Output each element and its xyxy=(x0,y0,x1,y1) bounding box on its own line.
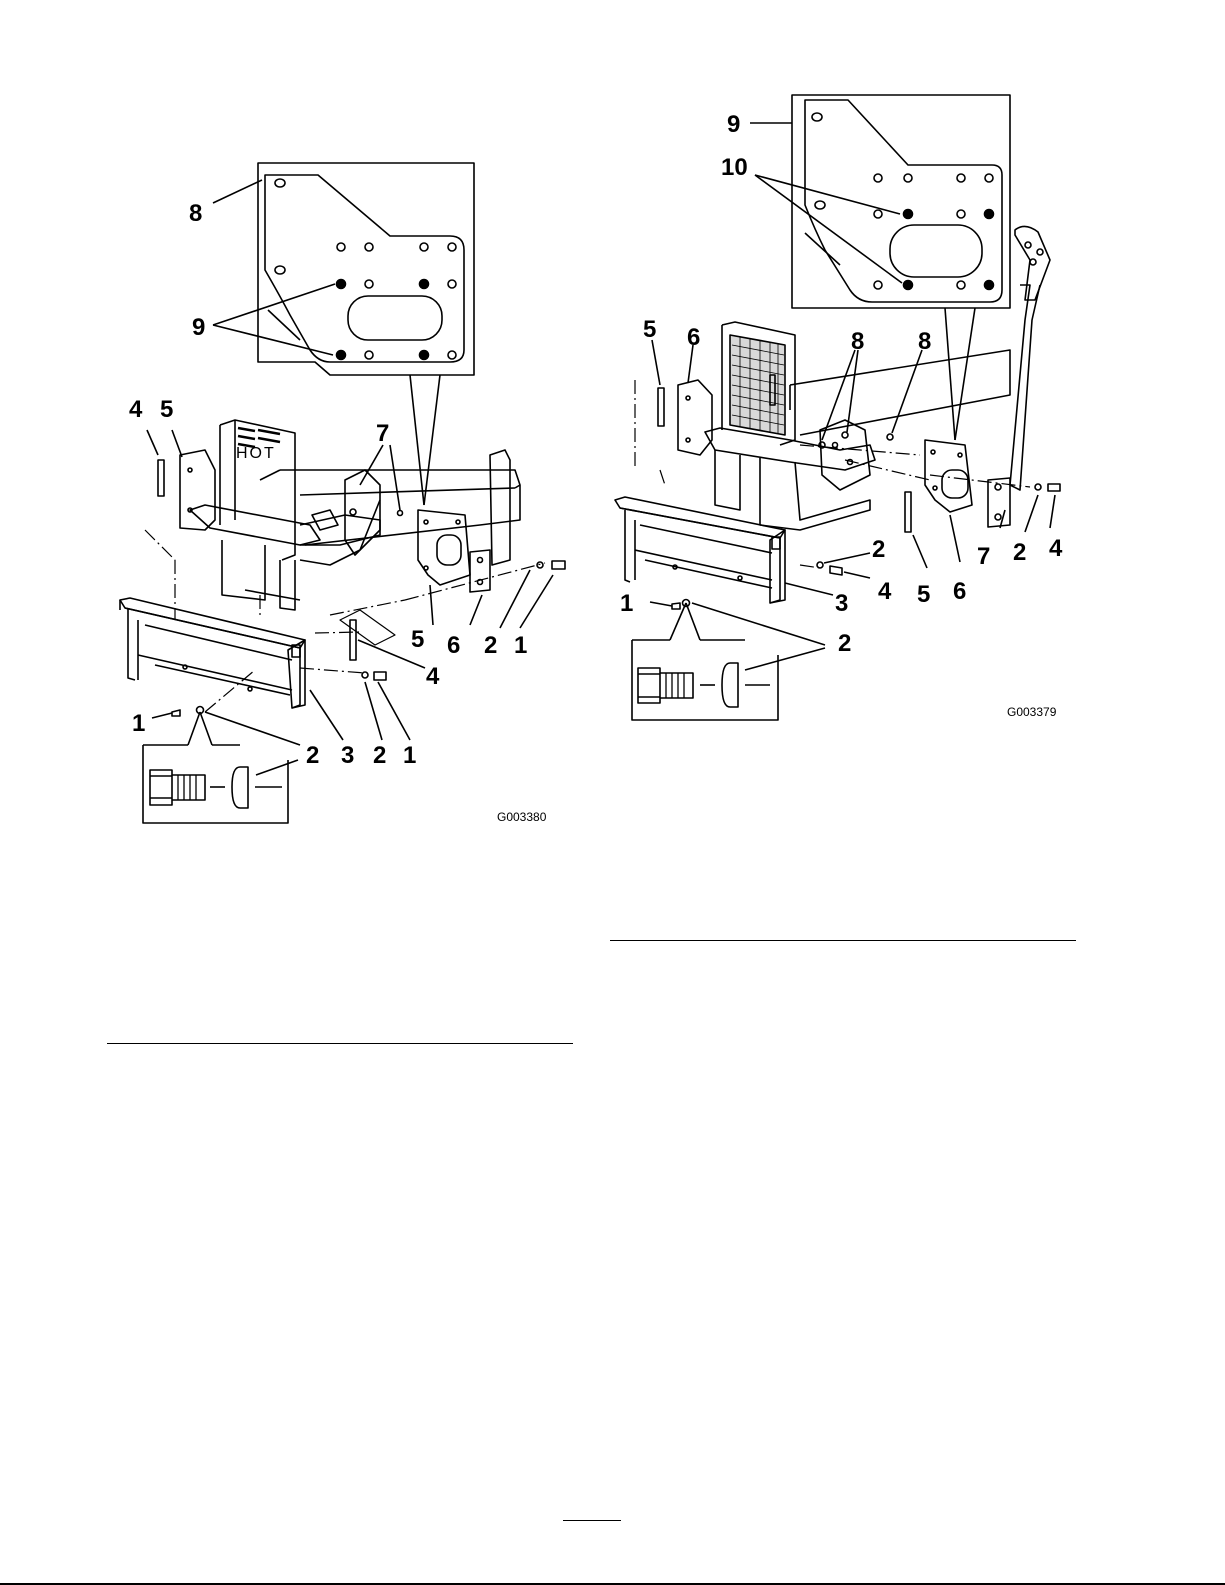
callout-6: 6 xyxy=(447,634,460,658)
callout-4-top: 4 xyxy=(129,398,142,422)
callout-2-bottom: 2 xyxy=(306,744,319,768)
right-frame-rail xyxy=(790,350,1010,435)
left-hardware-inset xyxy=(143,745,298,823)
callout-4-mid: 4 xyxy=(426,665,439,689)
callout-7: 7 xyxy=(977,545,990,569)
callout-5-right: 5 xyxy=(411,628,424,652)
right-upper-plate xyxy=(658,380,712,455)
left-lever-tube xyxy=(470,450,510,592)
right-cross-member xyxy=(705,420,893,530)
callout-10: 10 xyxy=(721,156,748,180)
callout-7: 7 xyxy=(376,422,389,446)
callout-2-right: 2 xyxy=(484,634,497,658)
left-right-plate xyxy=(418,510,470,585)
callout-2-right: 2 xyxy=(1013,541,1026,565)
callout-5-top: 5 xyxy=(160,398,173,422)
left-upper-plate xyxy=(158,450,215,530)
callout-8-left: 8 xyxy=(851,330,864,354)
callout-6-top: 6 xyxy=(687,326,700,350)
right-right-plate xyxy=(925,440,972,512)
left-front-bumper xyxy=(120,598,305,708)
callout-8: 8 xyxy=(189,202,202,226)
figure-id-right: G003379 xyxy=(1007,705,1056,719)
left-muffler-assembly xyxy=(190,420,403,610)
figure-left: 8 9 4 5 7 5 6 2 1 4 1 2 3 2 1 G003380 HO… xyxy=(0,0,600,900)
hot-decal-text: HOT xyxy=(236,446,276,462)
callout-1-bottom-left: 1 xyxy=(132,712,145,736)
left-plate-detail xyxy=(258,163,474,375)
left-frame-rail xyxy=(260,470,520,545)
right-leaders xyxy=(650,340,1055,645)
callout-9: 9 xyxy=(727,113,740,137)
right-lever-pedal xyxy=(988,226,1050,527)
figure-right: 9 10 5 6 8 8 2 7 2 4 4 5 6 3 1 2 G003379 xyxy=(600,0,1225,900)
figure-id-left: G003380 xyxy=(497,810,546,824)
right-hardware-inset xyxy=(632,640,825,720)
right-exploded-drawing xyxy=(600,0,1225,900)
callout-4-mid: 4 xyxy=(878,580,891,604)
right-plate-detail xyxy=(792,95,1010,308)
callout-1: 1 xyxy=(620,592,633,616)
callout-3: 3 xyxy=(835,592,848,616)
callout-6-mid: 6 xyxy=(953,580,966,604)
page-number-rule xyxy=(563,1520,621,1521)
callout-1-right: 1 xyxy=(514,634,527,658)
left-column-rule xyxy=(107,1043,573,1044)
callout-4-right: 4 xyxy=(1049,537,1062,561)
left-exploded-drawing xyxy=(0,0,600,900)
callout-5-mid: 5 xyxy=(917,583,930,607)
callout-2-upper: 2 xyxy=(872,538,885,562)
right-assembly-lines xyxy=(635,380,1030,568)
callout-8-right: 8 xyxy=(918,330,931,354)
callout-3: 3 xyxy=(341,744,354,768)
callout-1-bottom: 1 xyxy=(403,744,416,768)
right-radiator-screen xyxy=(722,322,795,445)
callout-9: 9 xyxy=(192,316,205,340)
right-column-rule xyxy=(610,940,1076,941)
callout-2-lower: 2 xyxy=(838,632,851,656)
callout-2-bottom-b: 2 xyxy=(373,744,386,768)
callout-5-top: 5 xyxy=(643,318,656,342)
